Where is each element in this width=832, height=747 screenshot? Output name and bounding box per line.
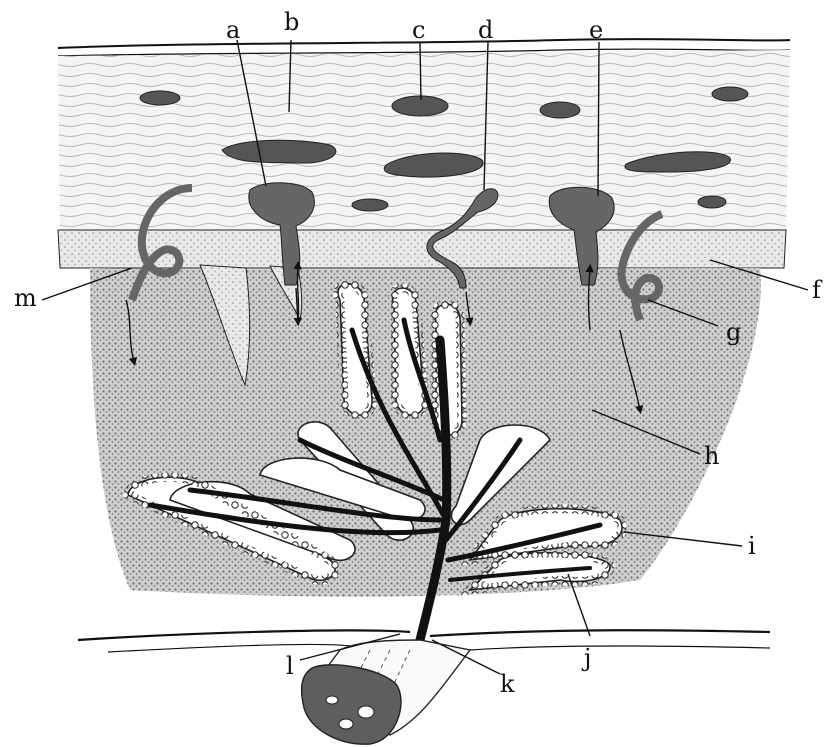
lumen-1: [326, 696, 338, 704]
leader-e: [598, 42, 599, 196]
cluster-5: [222, 140, 336, 163]
label-l: l: [286, 652, 294, 680]
label-b: b: [284, 8, 299, 36]
lumen-3: [339, 719, 353, 729]
label-c: c: [412, 16, 425, 44]
cluster-3: [540, 102, 580, 118]
lumen-2: [358, 706, 374, 718]
label-a: a: [226, 16, 240, 44]
label-j: j: [581, 644, 591, 672]
cluster-4: [712, 87, 748, 101]
label-e: e: [589, 16, 603, 44]
label-f: f: [812, 276, 823, 304]
leader-c: [420, 42, 421, 100]
label-d: d: [478, 16, 493, 44]
label-k: k: [500, 670, 515, 698]
cluster-9: [698, 196, 726, 208]
duct-cut-end: [302, 665, 401, 744]
label-g: g: [726, 318, 741, 346]
label-h: h: [704, 442, 719, 470]
cluster-1: [140, 91, 180, 105]
cluster-2: [392, 96, 448, 116]
deep-tissue-region: [90, 268, 761, 597]
label-i: i: [748, 532, 756, 560]
excretory-duct: [302, 640, 470, 744]
fibrous-connective-layer: [58, 50, 790, 232]
label-m: m: [14, 284, 37, 312]
cluster-8: [352, 199, 388, 211]
